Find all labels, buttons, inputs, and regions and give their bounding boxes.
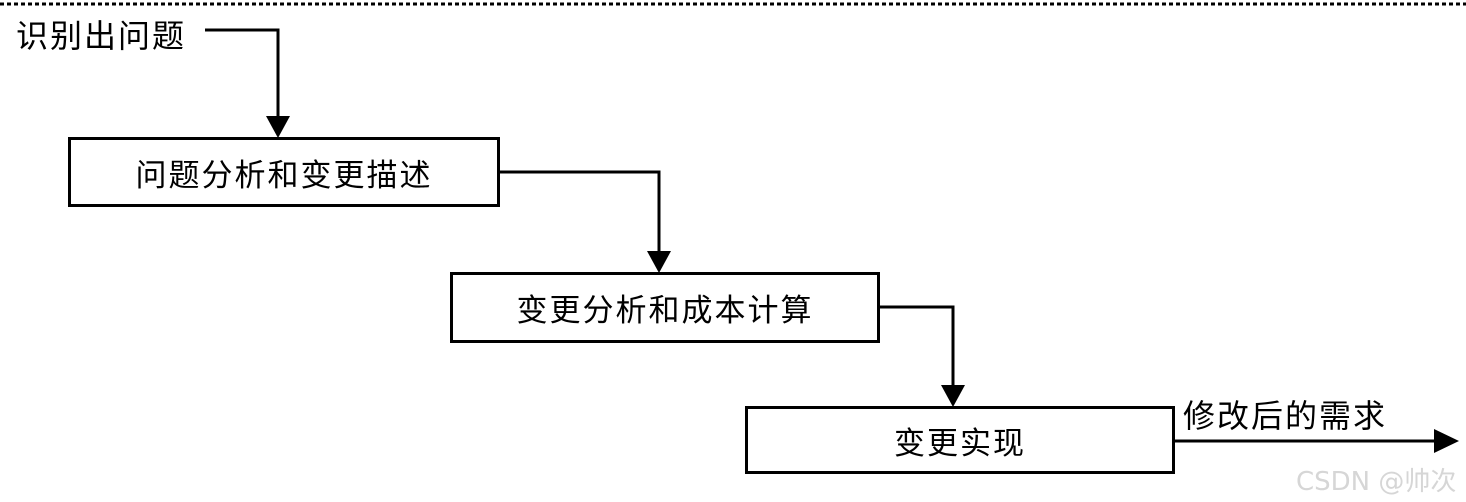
arrow-down-icon: [266, 116, 290, 138]
connector-start-to-box1: [205, 28, 280, 119]
arrow-down-icon: [941, 385, 965, 407]
process-box-label: 变更实现: [894, 425, 1026, 462]
process-box-change-implementation: 变更实现: [745, 406, 1175, 474]
connector-box1-to-box2: [500, 170, 661, 254]
flow-start-label: 识别出问题: [16, 17, 187, 55]
arrow-down-icon: [647, 251, 671, 273]
flow-output-label: 修改后的需求: [1183, 397, 1388, 435]
process-box-label: 问题分析和变更描述: [135, 157, 433, 194]
process-box-change-analysis: 变更分析和成本计算: [450, 272, 880, 343]
connector-box2-to-box3: [880, 305, 955, 388]
arrow-right-icon: [1434, 429, 1459, 453]
process-box-problem-analysis: 问题分析和变更描述: [68, 137, 500, 207]
process-box-label: 变更分析和成本计算: [516, 293, 814, 329]
watermark-text: CSDN @帅次: [1296, 467, 1457, 497]
